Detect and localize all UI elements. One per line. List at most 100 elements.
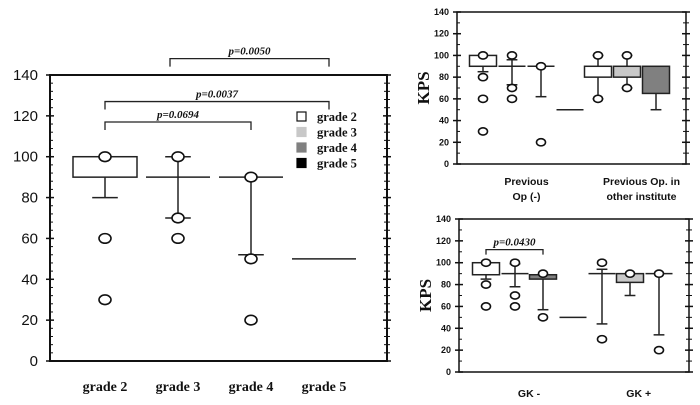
outlier-point <box>506 94 518 104</box>
y-tick-label: 60 <box>21 230 38 247</box>
outlier-point <box>621 83 633 93</box>
y-tick-label: 80 <box>441 280 451 290</box>
p-value-label: p=0.0694 <box>156 109 200 121</box>
outlier-point <box>592 51 604 60</box>
outlier-point <box>480 258 492 268</box>
box-iqr <box>641 65 671 95</box>
y-tick-label: 80 <box>21 190 38 207</box>
box-slot-0 <box>471 258 501 311</box>
outlier-point <box>537 269 549 279</box>
box-slot-6 <box>645 269 673 355</box>
significance-bracket <box>169 58 330 67</box>
outlier-point <box>653 345 665 355</box>
y-axis-label: KPS <box>414 71 433 104</box>
p-value-label: p=0.0430 <box>492 237 536 249</box>
chart-panel-1: 020406080100120140p=0.0050p=0.0037p=0.06… <box>13 46 391 395</box>
legend-swatch <box>296 142 307 153</box>
outlier-point <box>480 302 492 311</box>
legend-label: grade 3 <box>317 126 357 140</box>
x-tick-label: grade 2 <box>83 380 128 395</box>
y-tick-label: 40 <box>439 116 449 126</box>
box-slot-1 <box>501 258 529 311</box>
plot-frame <box>49 74 388 362</box>
y-tick-label: 100 <box>436 258 451 268</box>
group-label: Previous <box>504 176 549 188</box>
outlier-point <box>621 51 633 60</box>
outlier-point <box>477 72 489 82</box>
box-grade-2 <box>72 151 138 306</box>
outlier-point <box>624 269 636 279</box>
outlier-point <box>480 280 492 289</box>
x-tick-label: grade 4 <box>229 380 274 395</box>
y-tick-label: 40 <box>21 271 38 288</box>
box-slot-4 <box>588 258 616 344</box>
y-tick-label: 20 <box>439 137 449 147</box>
outlier-point <box>98 232 112 245</box>
legend-label: grade 4 <box>317 141 358 155</box>
outlier-point <box>244 253 258 265</box>
significance-bracket <box>104 121 252 130</box>
outlier-point <box>506 83 518 93</box>
outlier-point <box>509 258 521 268</box>
legend-swatch <box>296 157 307 169</box>
y-tick-label: 0 <box>444 159 449 169</box>
y-axis-label: KPS <box>416 279 435 312</box>
y-tick-label: 40 <box>441 323 451 333</box>
y-tick-label: 140 <box>434 7 449 17</box>
y-tick-label: 140 <box>13 67 38 84</box>
significance-bracket <box>485 248 544 255</box>
outlier-point <box>509 291 521 300</box>
outlier-point <box>477 51 489 60</box>
outlier-point <box>98 151 112 163</box>
outlier-point <box>596 258 608 268</box>
box-slot-4 <box>583 51 613 104</box>
outlier-point <box>535 61 547 71</box>
y-tick-label: 80 <box>439 72 449 82</box>
y-tick-label: 120 <box>436 236 451 246</box>
outlier-point <box>592 94 604 104</box>
outlier-point <box>244 171 258 183</box>
box-slot-6 <box>641 65 671 111</box>
p-value-label: p=0.0037 <box>195 89 239 101</box>
box-slot-2 <box>527 61 555 147</box>
y-tick-label: 0 <box>30 353 38 370</box>
y-tick-label: 0 <box>446 367 451 377</box>
box-iqr <box>583 65 613 78</box>
outlier-point <box>477 127 489 136</box>
x-tick-label: grade 3 <box>156 380 201 395</box>
y-tick-label: 120 <box>13 108 38 125</box>
y-tick-label: 20 <box>21 312 38 329</box>
outlier-point <box>506 51 518 60</box>
legend-swatch <box>296 111 307 122</box>
outlier-point <box>244 314 258 326</box>
y-tick-label: 100 <box>434 50 449 60</box>
outlier-point <box>537 312 549 322</box>
legend-label: grade 2 <box>317 110 357 124</box>
y-tick-label: 60 <box>441 301 451 311</box>
significance-bracket <box>104 100 330 110</box>
box-slot-0 <box>468 51 498 136</box>
group-label: GK + <box>626 388 651 400</box>
y-tick-label: 120 <box>434 29 449 39</box>
box-slot-1 <box>498 51 526 104</box>
y-tick-label: 60 <box>439 94 449 104</box>
box-slot-5 <box>615 269 645 297</box>
outlier-point <box>98 294 112 306</box>
box-slot-5 <box>612 51 642 93</box>
outlier-point <box>509 302 521 311</box>
y-tick-label: 140 <box>436 214 451 224</box>
group-label: Op (-) <box>513 191 541 203</box>
y-tick-label: 20 <box>441 345 451 355</box>
y-tick-label: 100 <box>13 149 38 166</box>
group-label: GK - <box>518 388 541 400</box>
outlier-point <box>477 94 489 104</box>
group-label: Previous Op. in <box>603 176 680 188</box>
outlier-point <box>171 232 185 245</box>
x-tick-label: grade 5 <box>302 380 347 395</box>
box-slot-2 <box>528 269 558 322</box>
box-iqr <box>612 65 642 78</box>
box-grade-4 <box>219 171 283 326</box>
